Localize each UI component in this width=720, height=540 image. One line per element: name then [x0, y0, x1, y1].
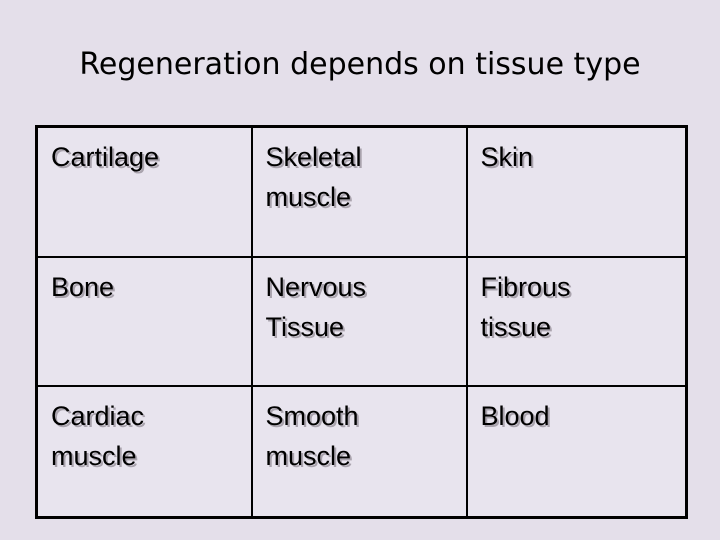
- table-cell: Skeletal muscle: [250, 125, 468, 258]
- table-cell: Cartilage: [35, 125, 253, 258]
- table-cell-text: Skeletal muscle: [265, 142, 362, 212]
- table-cell: Bone: [35, 256, 253, 387]
- table-cell-text: Nervous Tissue: [265, 272, 367, 342]
- table-cell: Skin: [465, 125, 688, 258]
- table-cell: Smooth muscle: [250, 385, 468, 519]
- table-cell-text: Bone: [51, 272, 115, 302]
- table-cell: Nervous Tissue: [250, 256, 468, 387]
- table-row: Cardiac muscle Smooth muscle Blood: [35, 385, 688, 519]
- table-row: Cartilage Skeletal muscle Skin: [35, 125, 688, 258]
- table-cell: Cardiac muscle: [35, 385, 253, 519]
- table-cell-text: Cardiac muscle: [51, 401, 145, 471]
- page-title: Regeneration depends on tissue type: [79, 47, 641, 82]
- table-cell-text: Skin: [480, 142, 534, 172]
- table-row: Bone Nervous Tissue Fibrous tissue: [35, 256, 688, 387]
- tissue-type-table: Cartilage Skeletal muscle Skin Bone Nerv…: [35, 125, 688, 519]
- table-cell-text: Smooth muscle: [265, 401, 359, 471]
- table-cell-text: Fibrous tissue: [480, 272, 571, 342]
- table-cell-text: Blood: [480, 401, 550, 431]
- table-cell: Fibrous tissue: [465, 256, 688, 387]
- table-cell: Blood: [465, 385, 688, 519]
- table-cell-text: Cartilage: [51, 142, 160, 172]
